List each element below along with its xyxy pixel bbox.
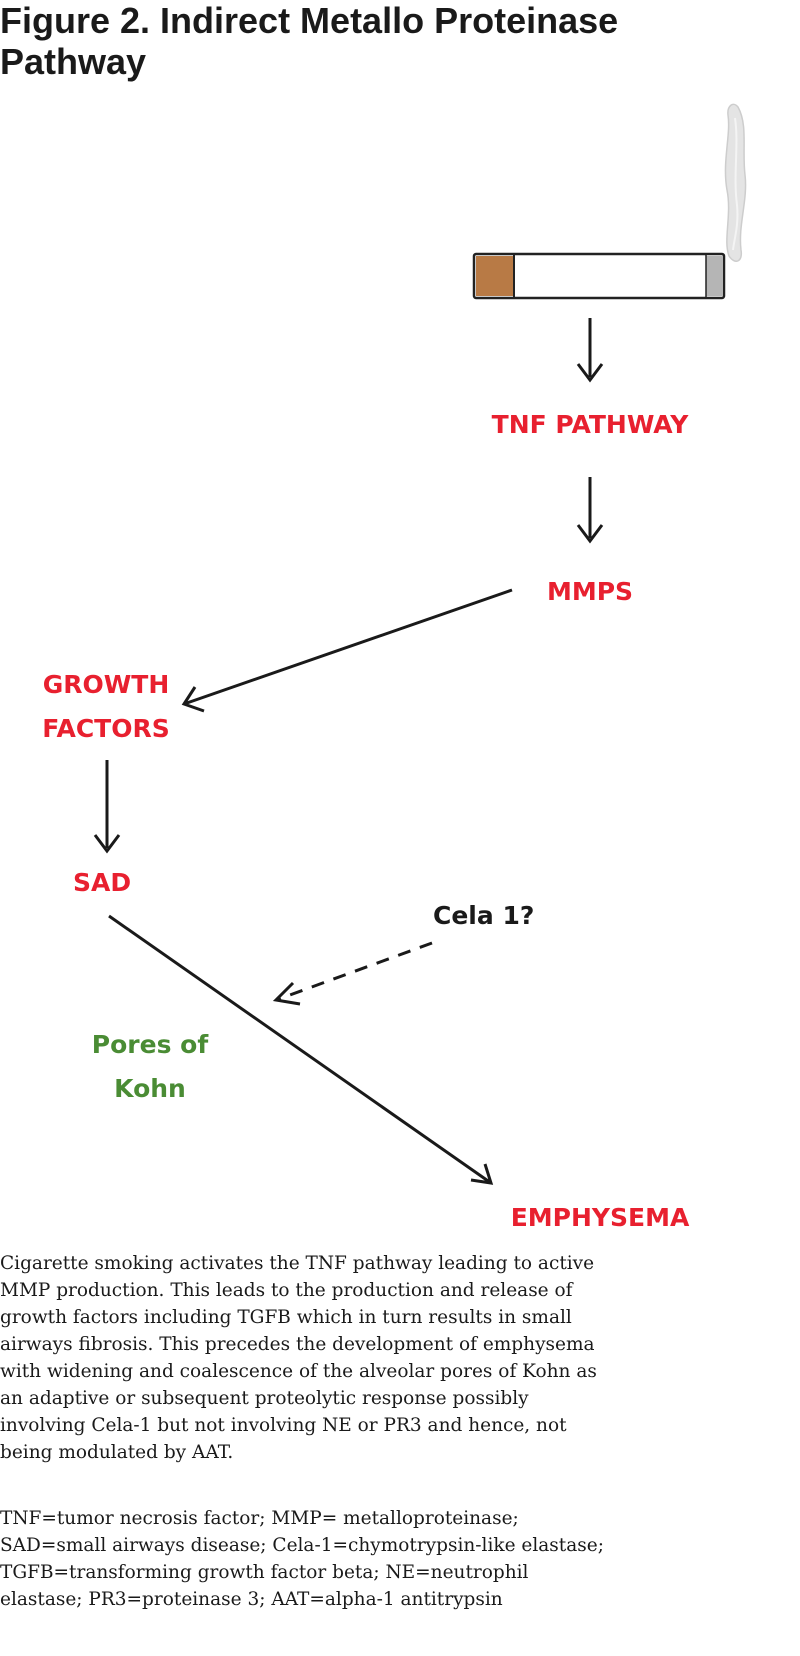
cigarette-icon <box>472 252 726 300</box>
node-growth-line1: GROWTH <box>42 670 170 699</box>
node-growth-line2: FACTORS <box>42 714 170 743</box>
abbreviation-legend: TNF=tumor necrosis factor; MMP= metallop… <box>0 1508 604 1610</box>
node-pores-of-kohn: Pores of Kohn <box>50 1023 250 1111</box>
figure-title: Figure 2. Indirect Metallo Proteinase Pa… <box>0 0 790 82</box>
node-emphysema: EMPHYSEMA <box>510 1203 690 1232</box>
node-mmps: MMPS <box>546 577 634 606</box>
node-growth-factors: GROWTH FACTORS <box>0 663 212 751</box>
arrow-cigarette-to-tnf <box>576 318 604 383</box>
arrow-tnf-to-mmps <box>576 477 604 544</box>
arrow-mmps-to-growth <box>181 588 513 713</box>
figure-title-line2: Pathway <box>0 41 147 82</box>
arrow-sad-to-emphysema <box>108 914 494 1185</box>
node-cela: Cela 1? <box>433 901 535 930</box>
arrow-cela-dashed <box>278 941 433 1001</box>
figure-caption: Cigarette smoking activates the TNF path… <box>0 1253 597 1463</box>
arrow-growth-to-sad <box>93 760 121 854</box>
node-pores-line1: Pores of <box>91 1030 209 1059</box>
smoke-icon <box>724 103 747 262</box>
node-pores-line2: Kohn <box>114 1074 186 1103</box>
node-tnf-pathway: TNF PATHWAY <box>491 410 689 439</box>
figure-title-line1: Figure 2. Indirect Metallo Proteinase <box>0 0 619 41</box>
node-sad: SAD <box>73 868 132 897</box>
arrow-cela-head <box>272 981 301 1006</box>
